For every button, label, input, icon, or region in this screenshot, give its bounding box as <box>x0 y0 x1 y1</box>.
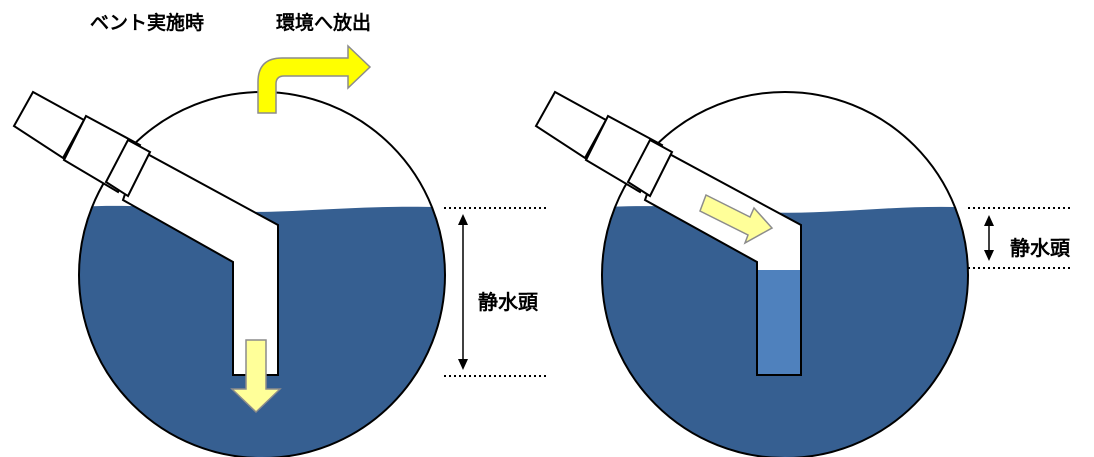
right-head-measure-arrow <box>984 215 994 261</box>
left-pipe-body <box>121 148 279 376</box>
right-vessel-outline <box>601 91 969 457</box>
release-arrow <box>257 44 372 114</box>
static-head-label-left: 静水頭 <box>478 290 538 314</box>
flow-along-pipe-arrow <box>699 193 774 245</box>
right-vent-pipe <box>534 90 802 376</box>
vent-time-label: ベント実施時 <box>90 12 205 34</box>
right-pipe-water <box>758 270 800 374</box>
left-head-measure-arrow <box>458 214 468 370</box>
right-vessel <box>534 90 1070 457</box>
right-pipe-flange-inner <box>626 138 674 198</box>
left-vent-pipe <box>12 90 279 376</box>
left-pipe-flange-inner <box>104 138 152 198</box>
static-head-label-right: 静水頭 <box>1010 236 1070 260</box>
flow-down-arrow <box>230 339 282 414</box>
release-to-environment-label: 環境へ放出 <box>276 12 372 34</box>
left-vessel <box>12 44 546 457</box>
